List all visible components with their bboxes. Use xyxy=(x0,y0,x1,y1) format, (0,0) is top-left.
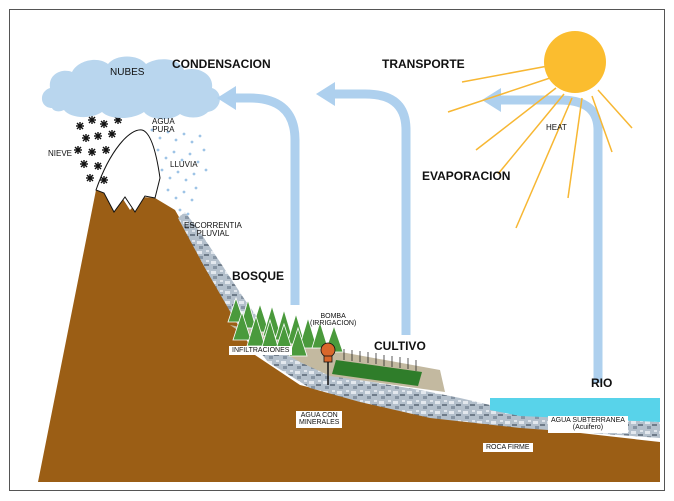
label-escorrentia: ESCORRENTIA PLUVIAL xyxy=(184,221,242,238)
label-condensacion: CONDENSACION xyxy=(172,57,271,71)
transport-arrowhead xyxy=(316,82,335,106)
label-agua-minerales: AGUA CON MINERALES xyxy=(296,411,343,428)
forest xyxy=(227,296,344,357)
label-agua-pura: AGUA PURA xyxy=(152,117,175,134)
label-roca-firme: ROCA FIRME xyxy=(483,443,533,453)
label-evaporacion: EVAPORACION xyxy=(422,169,511,183)
label-cultivo: CULTIVO xyxy=(374,339,426,353)
transport-arrow xyxy=(332,89,411,335)
agua-subterranea-text: AGUA SUBTERRANEA xyxy=(551,417,625,424)
label-lluvia: LLUVIA xyxy=(170,160,198,169)
evaporation-arrowhead xyxy=(482,88,501,112)
snowflakes xyxy=(74,116,122,184)
aquifer-layer xyxy=(178,212,660,438)
sun-rays xyxy=(447,65,633,229)
label-agua-subterranea: AGUA SUBTERRANEA (Acuifero) xyxy=(548,416,628,433)
evaporation-arrow xyxy=(498,95,603,383)
label-transporte: TRANSPORTE xyxy=(382,57,465,71)
bedrock xyxy=(38,182,660,482)
label-infiltraciones: INFILTRACIONES xyxy=(229,346,293,356)
snow-cap xyxy=(95,129,161,213)
label-bomba: BOMBA (IRRIGACION) xyxy=(310,313,357,327)
label-nubes: NUBES xyxy=(110,67,145,78)
label-heat: HEAT xyxy=(546,123,567,132)
sun xyxy=(544,31,606,93)
condensation-arrow xyxy=(232,93,300,305)
crop-field xyxy=(332,349,422,386)
rain-drops xyxy=(150,128,208,216)
cloud xyxy=(41,56,220,120)
label-rio: RIO xyxy=(591,376,613,390)
label-bosque: BOSQUE xyxy=(232,269,285,283)
acuifero-text: (Acuifero) xyxy=(572,424,604,432)
label-nieve: NIEVE xyxy=(48,149,73,158)
irrigation-pump xyxy=(320,342,336,385)
condensation-arrowhead xyxy=(217,86,236,110)
